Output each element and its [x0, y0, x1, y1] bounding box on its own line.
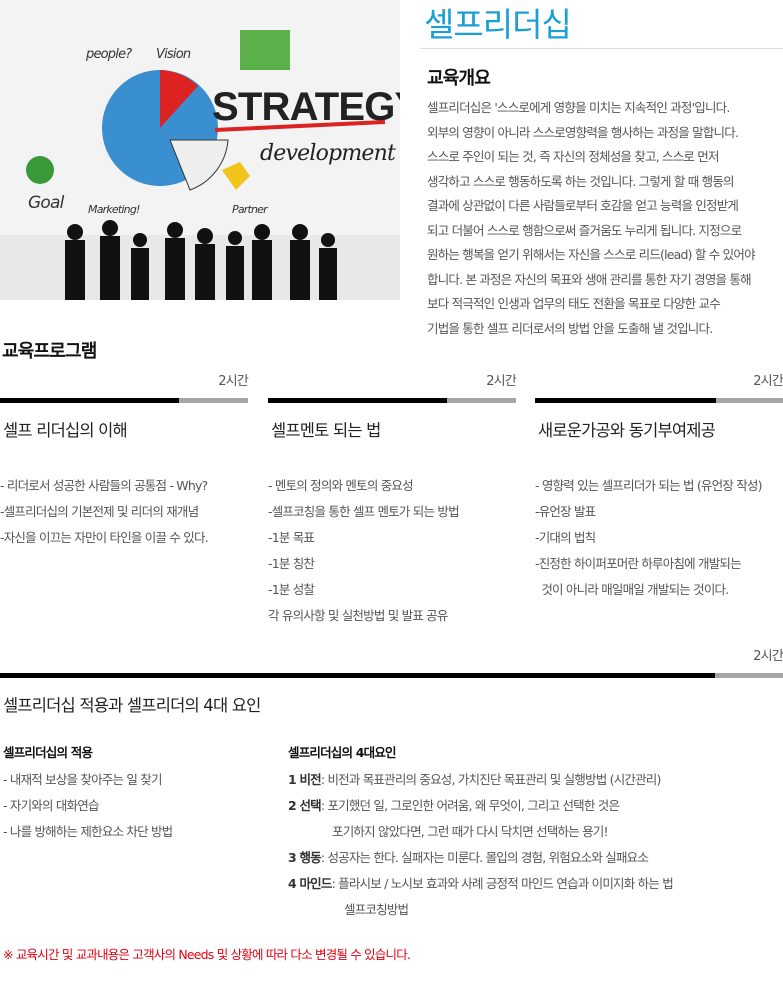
module-title: 셀프멘토 되는 법: [271, 421, 381, 440]
module-title: 셀프리더십 적용과 셀프리더의 4대 요인: [3, 696, 261, 715]
factor-text: : 플라시보 / 노시보 효과와 사례 긍정적 마인드 연습과 이미지화 하는 …: [331, 876, 674, 891]
list-item: -유언장 발표: [535, 504, 596, 519]
overview-line: 셀프리더십은 '스스로에게 영향을 미치는 지속적인 과정'입니다.: [427, 100, 730, 115]
module-progress-bar: [0, 673, 783, 678]
factors-heading: 셀프리더십의 4대요인: [288, 745, 397, 760]
factor-item: 1 비전: 비전과 목표관리의 중요성, 가치진단 목표관리 및 실행방법 (시…: [288, 767, 673, 793]
module-title: 새로운가공와 동기부여제공: [538, 421, 716, 440]
list-item: - 리더로서 성공한 사람들의 공통점 - Why?: [0, 478, 208, 493]
factor-text: : 비전과 목표관리의 중요성, 가치진단 목표관리 및 실행방법 (시간관리): [320, 772, 662, 787]
progress-fill: [535, 398, 717, 403]
strategy-illustration: STRATEGY development people? Vision Goal…: [0, 0, 400, 300]
divider: [420, 48, 783, 49]
overview-line: 기법을 통한 셀프 리더로서의 방법 안을 도출해 낼 것입니다.: [427, 320, 713, 336]
application-list: 셀프리더십의 적용 - 내재적 보상을 찾아주는 일 찾기 - 자기와의 대화연습…: [3, 742, 173, 845]
factors-list: 셀프리더십의 4대요인 1 비전: 비전과 목표관리의 중요성, 가치진단 목표…: [288, 742, 674, 923]
overview-line: 외부의 영향이 아니라 스스로영향력을 행사하는 과정을 말합니다.: [427, 124, 739, 140]
list-item: -자신을 이끄는 자만이 타인을 이끌 수 있다.: [0, 530, 209, 545]
overview-line: 보다 적극적인 인생과 업무의 태도 전환을 목표로 다양한 교수: [427, 296, 721, 311]
list-item: -진정한 하이퍼포머란 하루아침에 개발되는: [535, 556, 742, 571]
list-item: - 영향력 있는 셀프리더가 되는 법 (유언장 작성): [535, 478, 762, 493]
list-item: -1분 칭찬: [268, 556, 315, 571]
list-item: - 나를 방해하는 제한요소 차단 방법: [3, 824, 173, 839]
overview-line: 생각하고 스스로 행동하도록 하는 것입니다. 그렇게 할 때 행동의: [427, 173, 735, 189]
progress-fill: [268, 398, 447, 403]
module-hours: 2시간: [753, 374, 783, 389]
module-progress-bar: [0, 398, 248, 403]
module-card: 2시간 셀프 리더십의 이해 - 리더로서 성공한 사람들의 공통점 - Why…: [0, 370, 249, 551]
factor-label: 1 비전: [288, 772, 322, 787]
list-item: 것이 아니라 매일매일 개발되는 것이다.: [535, 582, 729, 597]
module-hours: 2시간: [753, 649, 783, 664]
list-item: - 자기와의 대화연습: [3, 798, 99, 813]
factor-text: : 성공자는 한다. 실패자는 미룬다. 몰입의 경험, 위험요소와 실패요소: [320, 850, 649, 865]
list-item: - 멘토의 정의와 멘토의 중요성: [268, 478, 414, 493]
list-item: - 내재적 보상을 찾아주는 일 찾기: [3, 772, 162, 787]
program-heading: 교육프로그램: [2, 341, 97, 362]
overview-heading: 교육개요: [427, 68, 491, 89]
overview-line: 되고 더불어 스스로 행함으로써 즐거움도 누리게 됩니다. 지정으로: [427, 222, 742, 238]
svg-text:Partner: Partner: [232, 203, 269, 216]
progress-fill: [0, 673, 715, 678]
module-card: 2시간 셀프멘토 되는 법 - 멘토의 정의와 멘토의 중요성 -셀프코칭을 통한…: [268, 370, 517, 629]
factor-label: 3 행동: [288, 850, 322, 865]
svg-text:people?: people?: [85, 47, 132, 62]
factor-item: 3 행동: 성공자는 한다. 실패자는 미룬다. 몰입의 경험, 위험요소와 실…: [288, 845, 673, 871]
overview-line: 원하는 행복을 얻기 위해서는 자신을 스스로 리드(lead) 할 수 있어야: [427, 247, 756, 262]
factor-item: 4 마인드: 플라시보 / 노시보 효과와 사례 긍정적 마인드 연습과 이미지…: [288, 871, 674, 897]
factor-label: 2 선택: [288, 798, 322, 813]
factor-item: 2 선택: 포기했던 일, 그로인한 어려움, 왜 무엇이, 그리고 선택한 것…: [288, 793, 673, 819]
svg-text:Marketing!: Marketing!: [88, 203, 140, 216]
notice-text: ※ 교육시간 및 교과내용은 고객사의 Needs 및 상황에 따라 다소 변경…: [3, 947, 411, 962]
factor-continuation: 포기하지 않았다면, 그런 때가 다시 닥치면 선택하는 용기!: [332, 824, 609, 839]
list-item: -1분 성찰: [268, 582, 315, 597]
module-title: 셀프 리더십의 이해: [3, 421, 128, 440]
page-title: 셀프리더십: [424, 5, 572, 44]
module-hours: 2시간: [486, 374, 517, 389]
overview-line: 결과에 상관없이 다른 사람들로부터 호감을 얻고 능력을 인정받게: [427, 198, 739, 213]
module-hours: 2시간: [218, 374, 249, 389]
hero-image: STRATEGY development people? Vision Goal…: [0, 0, 400, 300]
list-item: -기대의 법칙: [535, 530, 596, 545]
overview-line: 합니다. 본 과정은 자신의 목표와 생애 관리를 통한 자기 경영을 통해: [427, 271, 752, 287]
progress-fill: [0, 398, 179, 403]
list-item: -셀프코칭을 통한 셀프 멘토가 되는 방법: [268, 504, 460, 519]
module-card: 2시간 새로운가공와 동기부여제공 - 영향력 있는 셀프리더가 되는 법 (유…: [535, 370, 783, 603]
overview-line: 스스로 주인이 되는 것, 즉 자신의 정체성을 찾고, 스스로 먼저: [427, 149, 720, 164]
factor-label: 4 마인드: [288, 876, 332, 891]
list-item: -셀프리더십의 기본전제 및 리더의 재개념: [0, 504, 199, 519]
factor-text: : 포기했던 일, 그로인한 어려움, 왜 무엇이, 그리고 선택한 것은: [320, 798, 620, 813]
application-heading: 셀프리더십의 적용: [3, 745, 93, 760]
factor-continuation: 셀프코칭방법: [344, 902, 409, 917]
svg-text:Vision: Vision: [156, 47, 191, 62]
module-progress-bar: [268, 398, 516, 403]
list-item: 각 유의사항 및 실천방법 및 발표 공유: [268, 608, 448, 623]
module-card-4: 2시간 셀프리더십 적용과 셀프리더의 4대 요인: [0, 645, 783, 732]
svg-text:development: development: [260, 141, 396, 166]
overview-text: 셀프리더십은 '스스로에게 영향을 미치는 지속적인 과정'입니다. 외부의 영…: [427, 96, 783, 341]
list-item: -1분 목표: [268, 530, 315, 545]
module-progress-bar: [535, 398, 783, 403]
svg-text:Goal: Goal: [28, 193, 65, 213]
